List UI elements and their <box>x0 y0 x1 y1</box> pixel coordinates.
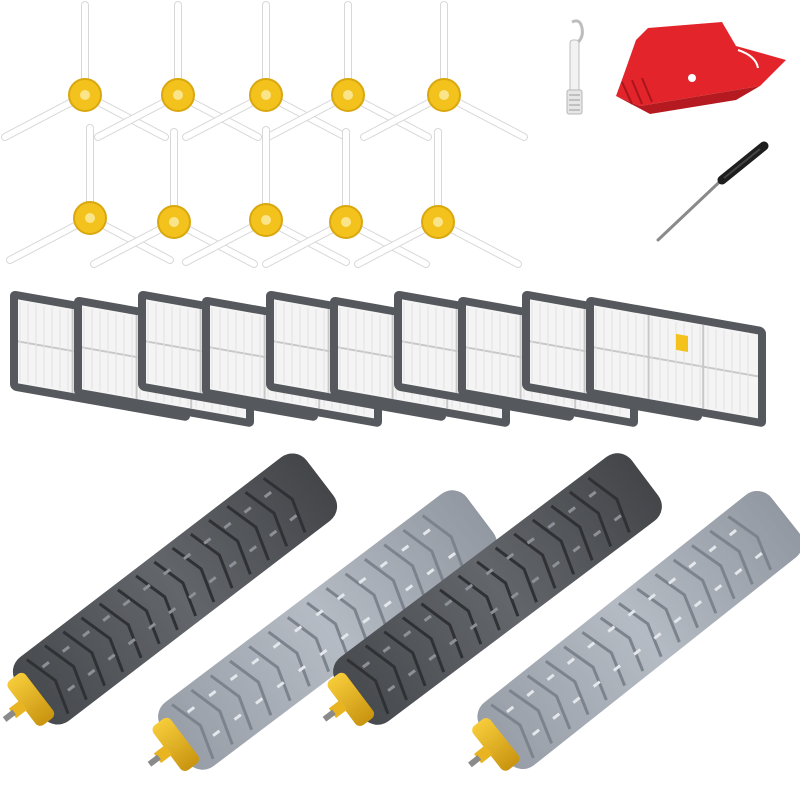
hepa-filter <box>586 296 766 427</box>
side-brush <box>1 1 169 141</box>
side-brush <box>94 1 262 141</box>
hepa-filters <box>10 290 766 427</box>
side-brush <box>6 124 174 264</box>
extractor-roller <box>2 453 338 726</box>
side-brushes <box>1 1 528 268</box>
cleaning-brush <box>566 19 584 115</box>
extractor-roller <box>322 453 662 726</box>
screwdriver <box>656 141 769 242</box>
extractor-roller <box>468 490 800 771</box>
side-brush <box>264 1 432 141</box>
extractor-roller <box>147 490 497 771</box>
side-brush <box>360 1 528 141</box>
side-brush <box>182 1 350 141</box>
cleaning-tool <box>616 22 786 114</box>
side-brush <box>90 128 258 268</box>
extractor-rollers <box>2 453 800 771</box>
side-brush <box>354 128 522 268</box>
side-brush <box>262 128 430 268</box>
